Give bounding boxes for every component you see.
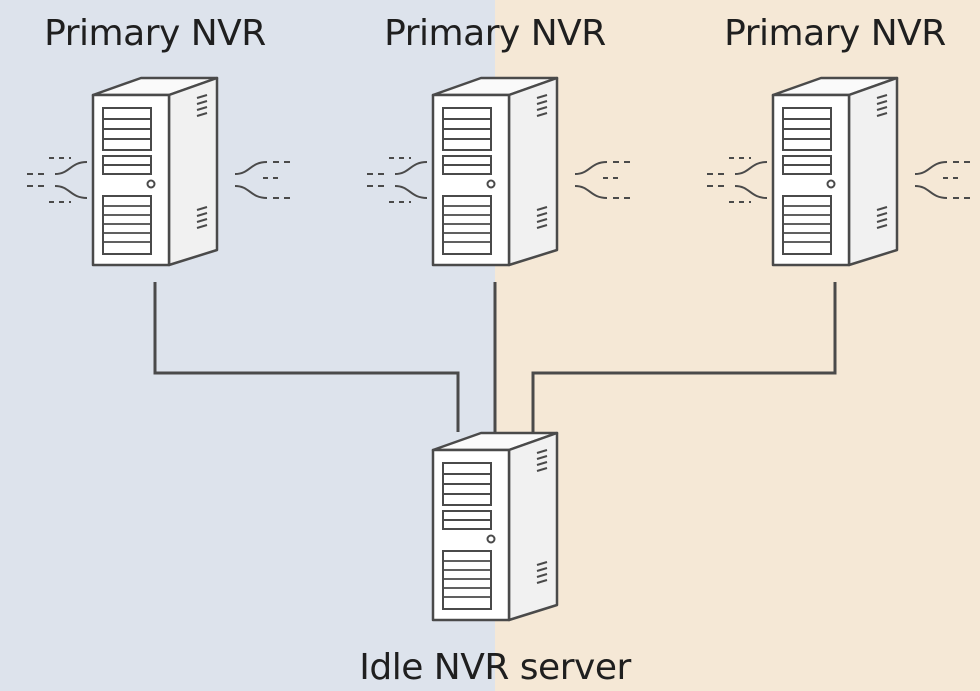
primary-nvr-label-1: Primary NVR — [44, 13, 266, 54]
primary-nvr-label-2: Primary NVR — [384, 13, 606, 54]
network-traffic-icon — [706, 157, 768, 203]
connection-line-1 — [153, 282, 460, 432]
server-tower-icon — [91, 76, 219, 267]
connection-line-3 — [531, 282, 837, 432]
server-tower-icon — [771, 76, 899, 267]
server-tower-icon — [431, 76, 559, 267]
primary-server-1 — [26, 76, 296, 267]
primary-server-3 — [706, 76, 976, 267]
primary-server-2 — [366, 76, 636, 267]
network-traffic-icon — [914, 161, 976, 199]
network-traffic-icon — [366, 157, 428, 203]
network-traffic-icon — [234, 161, 296, 199]
idle-nvr-server-label: Idle NVR server — [359, 647, 631, 688]
idle-nvr-server — [431, 431, 559, 622]
connection-lines — [153, 282, 837, 432]
server-tower-icon — [431, 431, 559, 622]
primary-nvr-label-3: Primary NVR — [724, 13, 946, 54]
left-background-panel — [0, 0, 495, 691]
network-traffic-icon — [26, 157, 88, 203]
network-traffic-icon — [574, 161, 636, 199]
right-background-panel — [495, 0, 980, 691]
